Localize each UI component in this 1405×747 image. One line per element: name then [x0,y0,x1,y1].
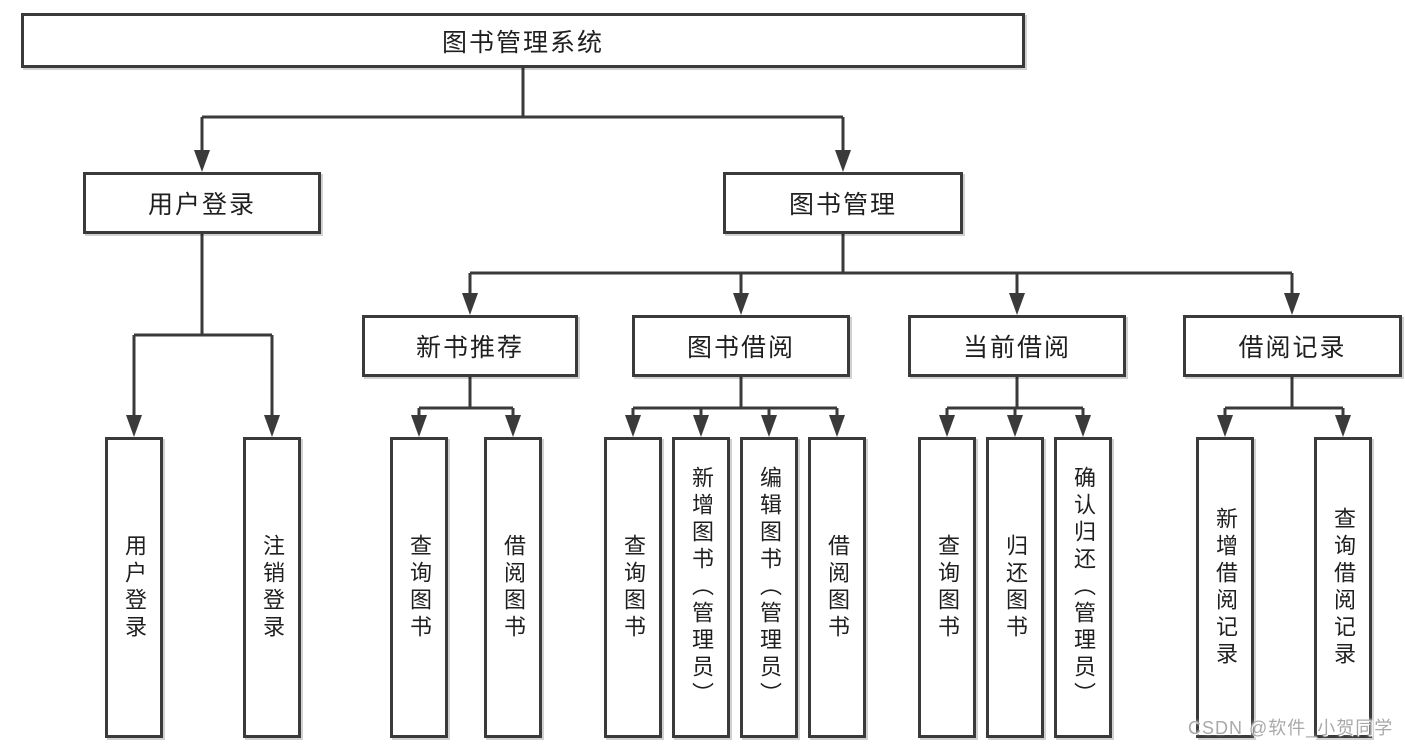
leaf-query-books-borrow: 查询图书 [604,437,662,738]
connector-current-borrow-children [939,377,1091,437]
connector-book-management-children [462,234,1300,315]
leaf-query-books-recommend: 查询图书 [390,437,448,738]
node-book-management: 图书管理 [723,172,963,234]
leaf-return-books: 归还图书 [986,437,1044,738]
connector-borrow-records-children [1217,377,1351,437]
leaf-borrow-books: 借阅图书 [808,437,866,738]
connector-root-to-branches [194,68,851,172]
connector-new-book-recommend-children [411,377,521,437]
leaf-edit-books-admin: 编辑图书（管理员） [740,437,798,738]
leaf-borrow-books-recommend: 借阅图书 [484,437,542,738]
leaf-confirm-return-admin: 确认归还（管理员） [1054,437,1112,738]
node-new-book-recommendation: 新书推荐 [362,315,578,377]
connector-user-login-children [126,234,280,437]
node-library-management-system: 图书管理系统 [21,13,1025,68]
leaf-query-borrow-record: 查询借阅记录 [1314,437,1372,738]
node-borrowing-records: 借阅记录 [1183,315,1402,377]
leaf-add-borrow-record: 新增借阅记录 [1196,437,1254,738]
leaf-add-books-admin: 新增图书（管理员） [672,437,730,738]
node-current-borrowing: 当前借阅 [908,315,1126,377]
node-book-borrowing: 图书借阅 [632,315,850,377]
csdn-watermark: CSDN @软件_小贺同学 [1188,718,1394,738]
node-user-login: 用户登录 [83,172,321,234]
leaf-user-login: 用户登录 [105,437,163,738]
leaf-query-books-current: 查询图书 [918,437,976,738]
leaf-logout: 注销登录 [243,437,301,738]
connector-book-borrow-children [625,377,845,437]
